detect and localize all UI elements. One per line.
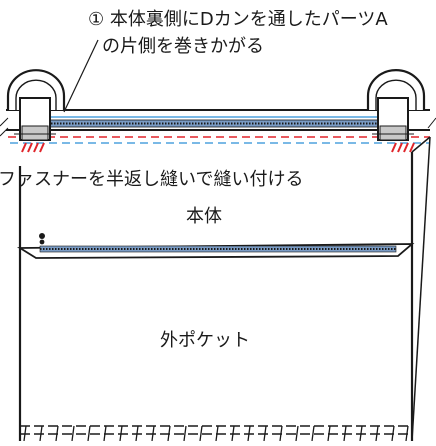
right-tab-part-a — [379, 125, 407, 141]
bag-body — [18, 136, 431, 442]
right-handle-inner-arch — [375, 79, 417, 110]
body-label: 本体 — [186, 206, 222, 227]
left-handle-inner-arch — [15, 79, 57, 110]
step1-text-line2: の片側を巻きかがる — [102, 36, 264, 57]
pocket-zipper-slider — [39, 239, 45, 245]
right-whipstitch-marks — [391, 142, 415, 153]
right-edge-fold-mark — [427, 117, 436, 129]
outer-pocket — [16, 233, 415, 259]
bottom-stitch-ticks — [23, 425, 409, 442]
body-right-fold — [411, 136, 431, 153]
left-edge-fold-marks — [0, 117, 9, 137]
step1-text-line1: ① 本体裏側にDカンを通したパーツA — [88, 9, 388, 30]
outer-pocket-label: 外ポケット — [160, 330, 250, 351]
step1-leader-line — [63, 39, 99, 113]
body-back-panel-edge — [411, 136, 431, 442]
left-whipstitch-marks — [21, 142, 45, 153]
left-handle-assembly — [6, 69, 66, 153]
bottom-seam — [20, 425, 412, 442]
top-band — [6, 109, 430, 144]
zipper-note-text: ファスナーを半返し縫いで縫い付ける — [0, 169, 303, 190]
pocket-zipper-pull — [39, 233, 45, 239]
right-handle-assembly — [366, 69, 426, 153]
left-tab-part-a — [21, 125, 49, 141]
